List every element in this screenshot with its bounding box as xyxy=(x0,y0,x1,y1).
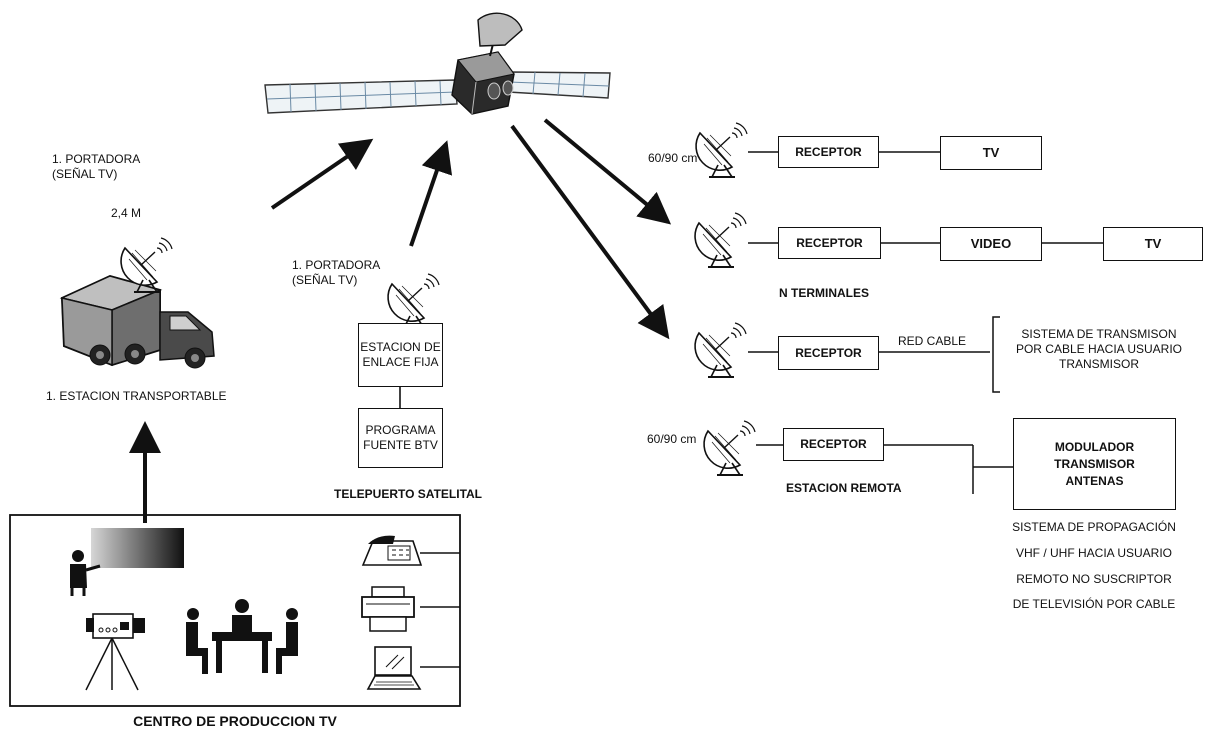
box-estacion-enlace: ESTACION DE ENLACE FIJA xyxy=(358,323,443,387)
telephone-icon xyxy=(361,535,423,566)
label-sistema-cable: SISTEMA DE TRANSMISON POR CABLE HACIA US… xyxy=(1015,327,1183,371)
dish-antenna-icon xyxy=(694,212,747,268)
box-tv-2: TV xyxy=(1103,227,1203,261)
satellite-icon xyxy=(264,12,611,115)
printer-icon xyxy=(361,586,415,632)
label-propagacion-2: VHF / UHF HACIA USUARIO xyxy=(1015,546,1173,560)
uplink-arrow-transportable xyxy=(270,138,374,210)
label-estacion-transportable: 1. ESTACION TRANSPORTABLE xyxy=(46,389,227,403)
box-receptor-1: RECEPTOR xyxy=(778,136,879,168)
dish-antenna-icon xyxy=(694,322,747,378)
laptop-icon xyxy=(366,646,422,690)
label-n-terminales: N TERMINALES xyxy=(779,286,869,300)
label-red-cable: RED CABLE xyxy=(898,334,967,348)
equipment-bus xyxy=(420,552,460,668)
downlink-arrow-1 xyxy=(543,118,672,225)
label-propagacion-3: REMOTO NO SUSCRIPTOR xyxy=(1016,572,1172,586)
dish-antenna-icon xyxy=(695,122,748,178)
label-portadora-1: 1. PORTADORA (SEÑAL TV) xyxy=(52,152,141,181)
label-dish-size: 2,4 M xyxy=(111,206,142,220)
box-video: VIDEO xyxy=(940,227,1042,261)
box-programa-fuente: PROGRAMA FUENTE BTV xyxy=(358,408,443,468)
box-modulador: MODULADOR TRANSMISOR ANTENAS xyxy=(1013,418,1176,510)
production-center-frame xyxy=(9,514,461,707)
dish-antenna-icon xyxy=(703,420,756,476)
terminal-connectors xyxy=(748,151,1103,494)
box-receptor-2: RECEPTOR xyxy=(778,227,881,259)
meeting-table-icon xyxy=(186,599,298,674)
label-propagacion-1: SISTEMA DE PROPAGACIÓN xyxy=(1012,520,1176,534)
label-portadora-2: 1. PORTADORA (SEÑAL TV) xyxy=(292,258,381,287)
box-tv-1: TV xyxy=(940,136,1042,170)
presenter-icon xyxy=(70,528,184,596)
box-receptor-3: RECEPTOR xyxy=(778,336,879,370)
truck-icon xyxy=(59,274,215,369)
label-estacion-remota: ESTACION REMOTA xyxy=(786,481,902,495)
video-camera-icon xyxy=(85,613,145,691)
label-dish-size-remote: 60/90 cm xyxy=(647,432,697,446)
dish-antenna-icon xyxy=(387,273,440,329)
box-receptor-4: RECEPTOR xyxy=(783,428,884,461)
label-propagacion-4: DE TELEVISIÓN POR CABLE xyxy=(1012,597,1176,611)
downlink-arrow-2 xyxy=(510,124,670,340)
label-dish-size-terminal: 60/90 cm xyxy=(648,151,698,165)
uplink-arrow-telepuerto xyxy=(409,140,453,247)
label-telepuerto: TELEPUERTO SATELITAL xyxy=(334,487,483,501)
label-centro-produccion: CENTRO DE PRODUCCION TV xyxy=(133,713,337,729)
